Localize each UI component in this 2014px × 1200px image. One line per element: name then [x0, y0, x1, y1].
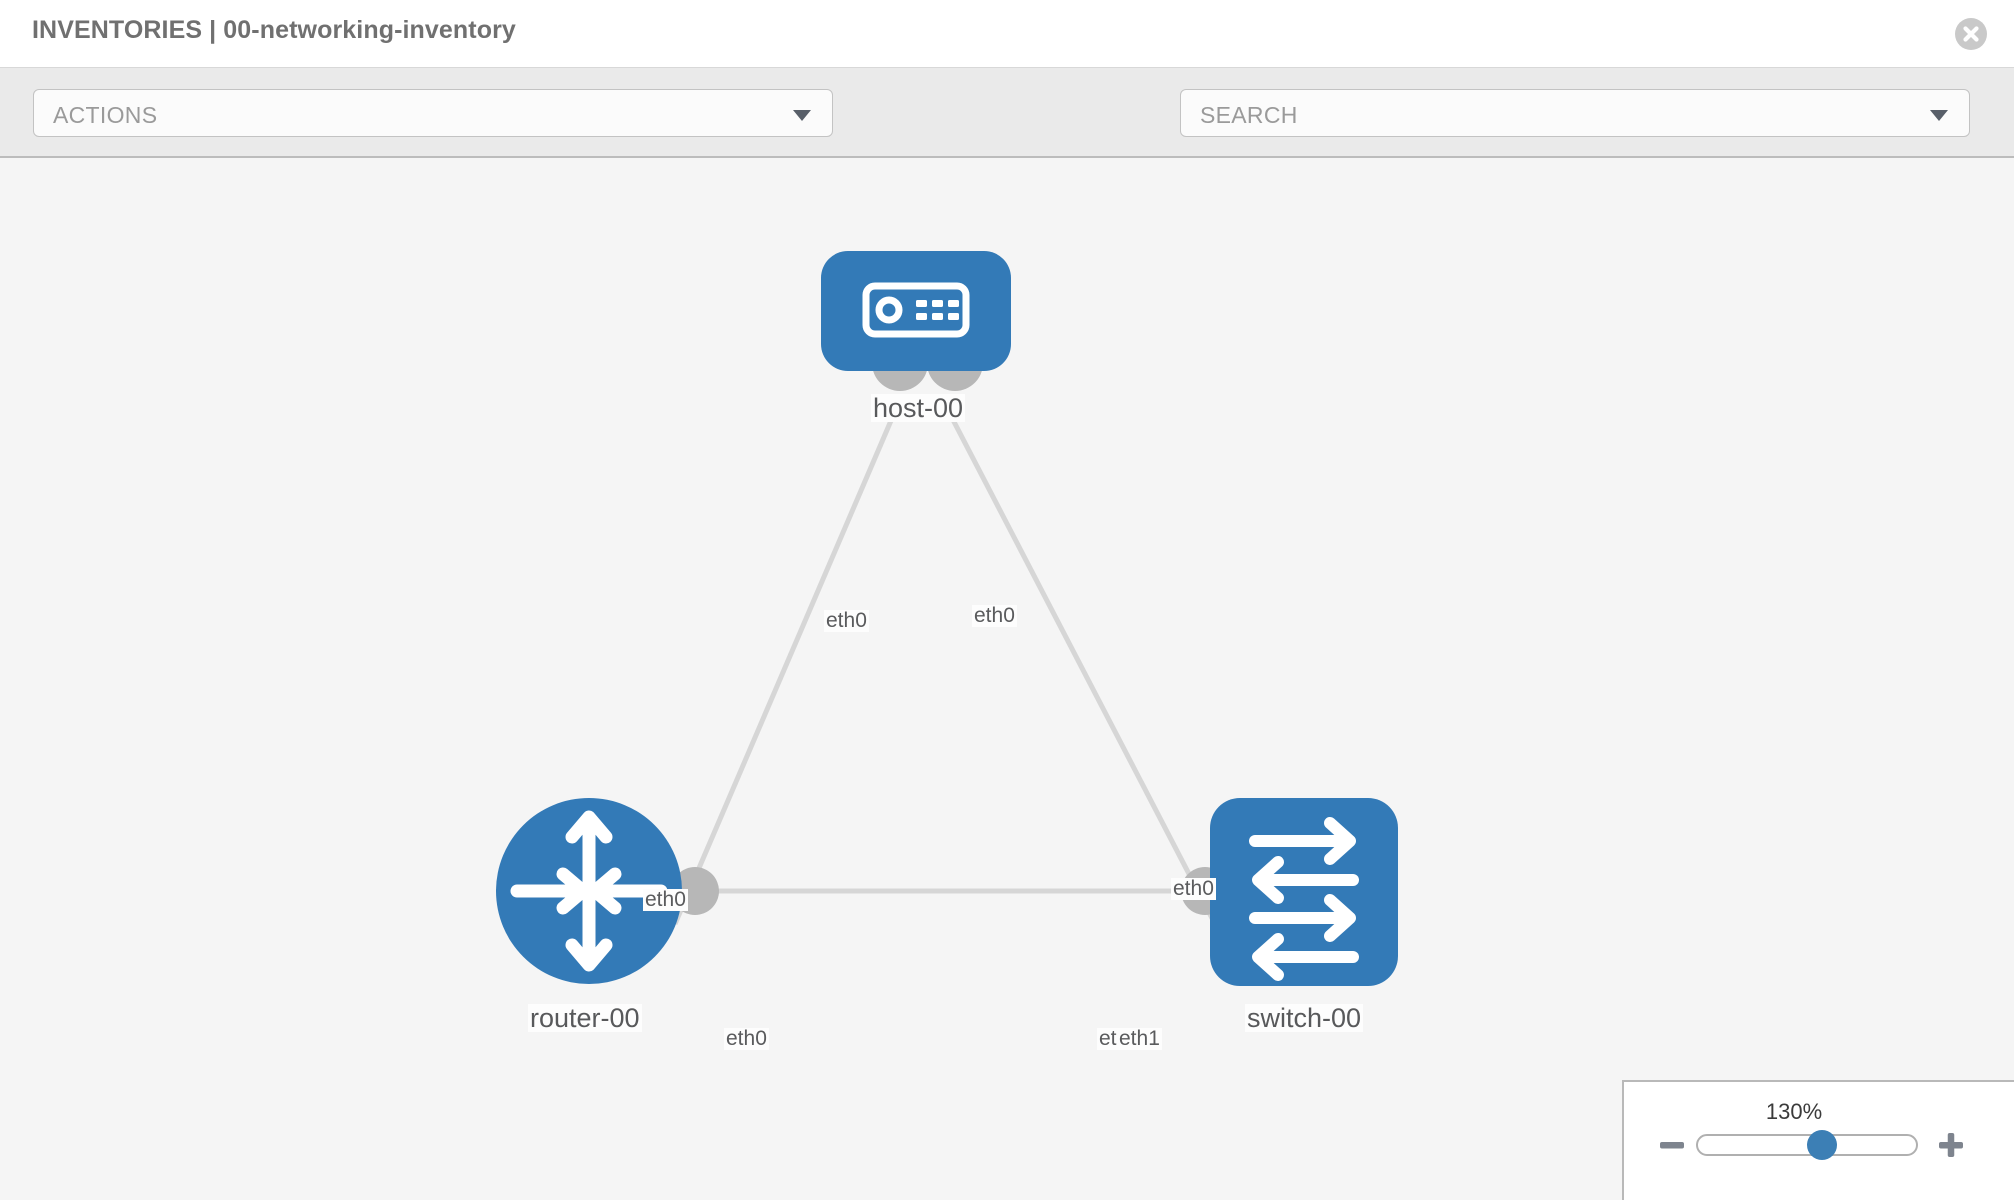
- actions-dropdown-label: ACTIONS: [53, 102, 158, 128]
- close-icon[interactable]: [1954, 17, 1988, 51]
- chevron-down-icon: [1930, 110, 1948, 121]
- zoom-control-panel: 130%: [1622, 1080, 2014, 1200]
- search-placeholder: SEARCH: [1200, 102, 1298, 128]
- page-header: INVENTORIES | 00-networking-inventory: [0, 0, 2014, 68]
- topology-graph: [496, 251, 1398, 986]
- interface-label: eth0: [1171, 877, 1216, 901]
- actions-dropdown[interactable]: ACTIONS: [33, 89, 833, 137]
- node-label-host-00: host-00: [871, 393, 966, 423]
- interface-label: eth0: [643, 888, 688, 912]
- node-label-router-00: router-00: [528, 1003, 642, 1033]
- interface-label: eth1: [1117, 1027, 1162, 1051]
- toolbar: ACTIONS SEARCH: [0, 68, 2014, 195]
- search-input[interactable]: SEARCH: [1180, 89, 1970, 137]
- chevron-down-icon: [793, 110, 811, 121]
- interface-label: eth0: [972, 604, 1017, 628]
- link-host00-switch00: [948, 414, 1218, 926]
- node-label-switch-00: switch-00: [1245, 1003, 1364, 1033]
- zoom-in-button[interactable]: [1936, 1130, 1966, 1160]
- node-host-00[interactable]: [821, 251, 1011, 371]
- zoom-slider-track[interactable]: [1696, 1134, 1918, 1156]
- topology-links: [672, 414, 1218, 926]
- zoom-out-button[interactable]: [1657, 1130, 1687, 1160]
- page-title: INVENTORIES | 00-networking-inventory: [32, 16, 516, 44]
- interface-label: eth0: [824, 609, 869, 633]
- link-host00-router00: [672, 415, 896, 925]
- zoom-level-label: 130%: [1765, 1099, 1823, 1124]
- node-router-00[interactable]: [496, 798, 682, 984]
- node-switch-00[interactable]: [1210, 798, 1398, 986]
- zoom-slider-thumb[interactable]: [1807, 1130, 1838, 1160]
- topology-canvas[interactable]: host-00 router-00 switch-00 eth0 eth0 et…: [0, 158, 2014, 1200]
- interface-label: eth0: [724, 1027, 769, 1051]
- topology-ports: [671, 335, 1261, 915]
